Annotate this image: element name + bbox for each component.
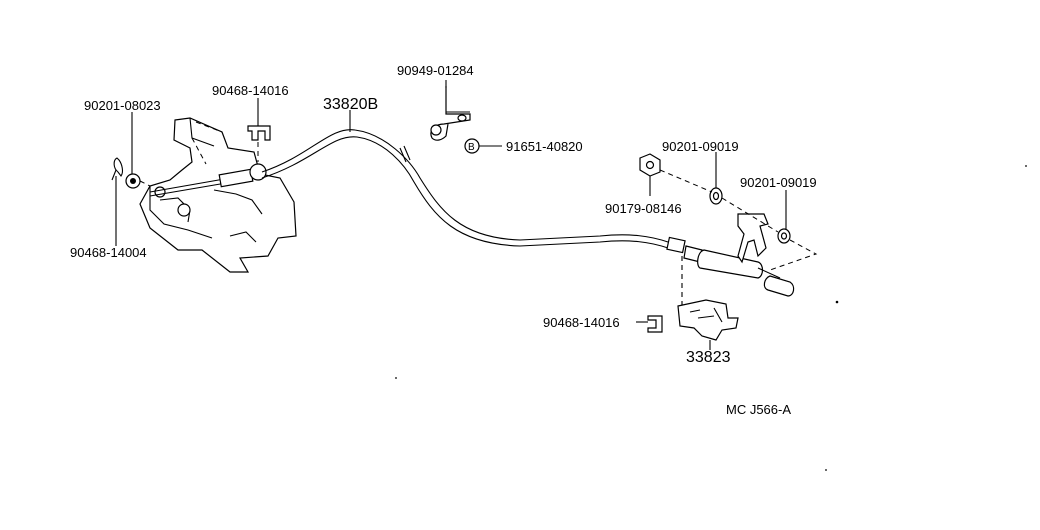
label-90201-09019-a: 90201-09019 xyxy=(662,139,739,154)
label-90949-01284: 90949-01284 xyxy=(397,63,474,78)
clip-90468-14004 xyxy=(111,157,124,181)
label-91651-40820: 91651-40820 xyxy=(506,139,583,154)
nut-90179-08146 xyxy=(639,153,661,177)
label-33820b: 33820B xyxy=(323,96,378,113)
label-90468-14016-top: 90468-14016 xyxy=(212,83,289,98)
clip-90468-14016-bottom xyxy=(647,315,663,333)
label-90468-14004: 90468-14004 xyxy=(70,245,147,260)
label-90468-14016-bottom: 90468-14016 xyxy=(543,315,620,330)
label-90179-08146: 90179-08146 xyxy=(605,201,682,216)
footer-code: MC J566-A xyxy=(726,402,791,417)
label-90201-09019-b: 90201-09019 xyxy=(740,175,817,190)
cable-33820b xyxy=(149,129,795,306)
label-90201-08023: 90201-08023 xyxy=(84,98,161,113)
bracket-right xyxy=(737,213,769,264)
bolt-symbol-letter: B xyxy=(468,142,475,153)
bracket-33823 xyxy=(677,299,739,341)
clip-90468-14016-top xyxy=(247,125,271,162)
label-33823: 33823 xyxy=(686,349,731,366)
clamp-90949-01284 xyxy=(430,86,471,141)
washer-90201-09019-a xyxy=(709,187,723,205)
leader-lines xyxy=(115,80,787,350)
nut-90201-08023 xyxy=(125,173,151,189)
scan-specks xyxy=(395,165,1027,471)
washer-90201-09019-b xyxy=(777,228,791,244)
lever-bracket-assembly xyxy=(139,117,297,273)
